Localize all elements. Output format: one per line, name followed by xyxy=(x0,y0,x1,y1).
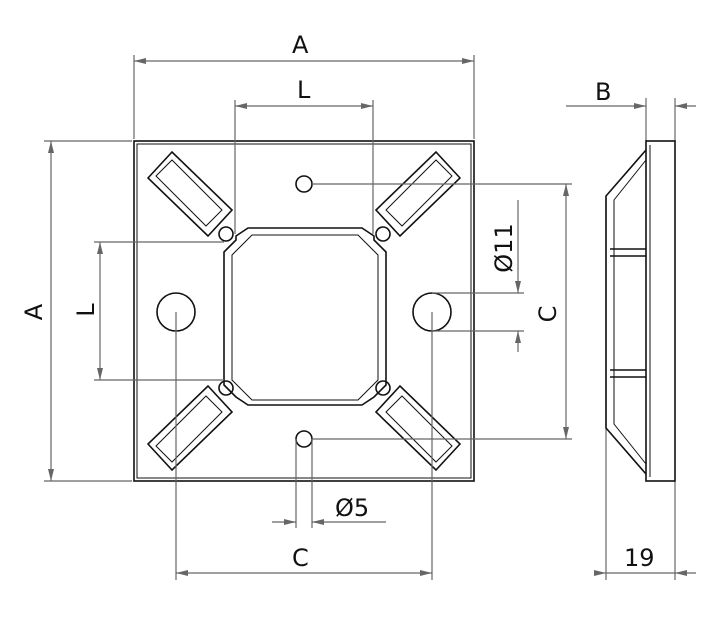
slot-bottom-right xyxy=(374,384,462,472)
label-top-L: L xyxy=(297,76,311,104)
label-hole-large: Ø11 xyxy=(490,223,518,272)
label-top-A: A xyxy=(292,31,309,59)
labels: A L A L C Ø11 C Ø5 B 19 xyxy=(20,31,655,572)
pocket-hole-br xyxy=(375,380,391,396)
label-side-B: B xyxy=(595,78,611,106)
front-view xyxy=(133,140,475,482)
slot-top-left xyxy=(146,150,234,238)
label-bottom-C: C xyxy=(292,544,309,572)
pocket-hole-bl xyxy=(218,380,234,396)
label-left-L: L xyxy=(72,303,100,317)
pocket-hole-tr xyxy=(375,226,391,242)
corner-slots xyxy=(146,150,462,472)
label-side-thickness: 19 xyxy=(624,544,655,572)
slot-top-right xyxy=(374,150,462,238)
hole-small-bottom xyxy=(295,430,313,448)
side-view xyxy=(605,140,676,482)
center-pocket-inner xyxy=(231,234,379,401)
label-hole-small: Ø5 xyxy=(335,494,369,522)
center-pocket xyxy=(223,227,387,406)
dimensions xyxy=(44,55,696,580)
hole-small-top xyxy=(295,175,313,193)
slot-bottom-left xyxy=(146,384,234,472)
label-left-A: A xyxy=(20,303,48,320)
plate-inner-edge xyxy=(136,143,472,479)
label-right-C: C xyxy=(534,306,562,323)
plate-outline xyxy=(133,140,475,482)
pocket-hole-tl xyxy=(218,226,234,242)
